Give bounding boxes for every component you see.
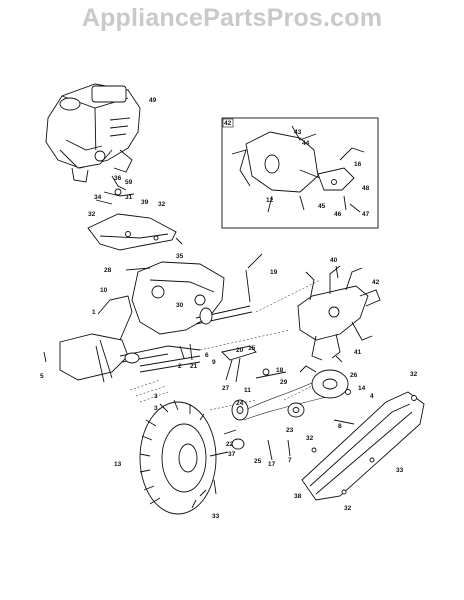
label-32: 32 [158, 201, 166, 208]
label-34: 34 [94, 194, 102, 201]
label-4: 4 [370, 393, 374, 400]
label-28: 28 [104, 267, 112, 274]
label-11: 11 [244, 387, 251, 394]
chain-case-cover [301, 391, 425, 501]
label-14: 14 [358, 385, 366, 392]
label-21: 21 [190, 363, 198, 370]
belt-cover [87, 213, 183, 251]
label-19: 19 [270, 269, 278, 276]
label-45: 45 [318, 203, 326, 210]
label-6: 6 [205, 352, 209, 359]
label-33: 33 [212, 513, 220, 520]
label-7: 7 [288, 457, 292, 464]
label-39: 39 [141, 199, 149, 206]
label-30: 30 [176, 302, 184, 309]
label-8: 8 [338, 423, 342, 430]
part-labels: 49 36 59 34 31 32 39 32 35 28 19 10 30 1… [40, 97, 418, 520]
label-32: 32 [88, 211, 96, 218]
label-49: 49 [149, 97, 157, 104]
label-12: 12 [266, 197, 274, 204]
wheel [139, 399, 229, 515]
label-33: 33 [396, 467, 404, 474]
label-31: 31 [125, 194, 133, 201]
label-35: 35 [176, 253, 184, 260]
label-15: 15 [248, 345, 256, 352]
label-20: 20 [236, 347, 244, 354]
label-27: 27 [222, 385, 230, 392]
label-3: 3 [154, 393, 158, 400]
label-16: 16 [354, 161, 362, 168]
label-25: 25 [254, 458, 262, 465]
label-24: 24 [236, 400, 244, 407]
label-42: 42 [372, 279, 380, 286]
label-23: 23 [286, 427, 294, 434]
label-10: 10 [100, 287, 108, 294]
label-44: 44 [302, 140, 310, 147]
label-1: 1 [92, 309, 96, 316]
label-17: 17 [268, 461, 276, 468]
label-32: 32 [306, 435, 314, 442]
label-59: 59 [125, 179, 133, 186]
label-22: 22 [226, 441, 234, 448]
label-48: 48 [362, 185, 370, 192]
engine [45, 83, 141, 183]
label-3: 3 [154, 405, 158, 412]
label-43: 43 [294, 129, 302, 136]
label-2: 2 [178, 363, 182, 370]
throttle-bracket [95, 175, 135, 205]
label-37: 37 [228, 451, 236, 458]
label-13: 13 [114, 461, 122, 468]
label-inset-42: 42 [224, 120, 232, 127]
tine-assembly [297, 265, 381, 363]
label-46: 46 [334, 211, 342, 218]
watermark: AppliancePartsPros.com [81, 4, 383, 32]
dashed-leaders [129, 279, 321, 411]
label-41: 41 [354, 349, 362, 356]
transmission-frame [43, 253, 287, 383]
inset-box [221, 117, 379, 229]
label-29: 29 [280, 379, 288, 386]
label-9: 9 [212, 359, 216, 366]
label-18: 18 [276, 367, 284, 374]
label-32: 32 [344, 505, 352, 512]
label-38: 38 [294, 493, 302, 500]
label-47: 47 [362, 211, 370, 218]
label-26: 26 [350, 372, 358, 379]
label-40: 40 [330, 257, 338, 264]
label-36: 36 [114, 175, 122, 182]
label-32: 32 [410, 371, 418, 378]
belt-pulleys [223, 365, 355, 461]
label-5: 5 [40, 373, 44, 380]
